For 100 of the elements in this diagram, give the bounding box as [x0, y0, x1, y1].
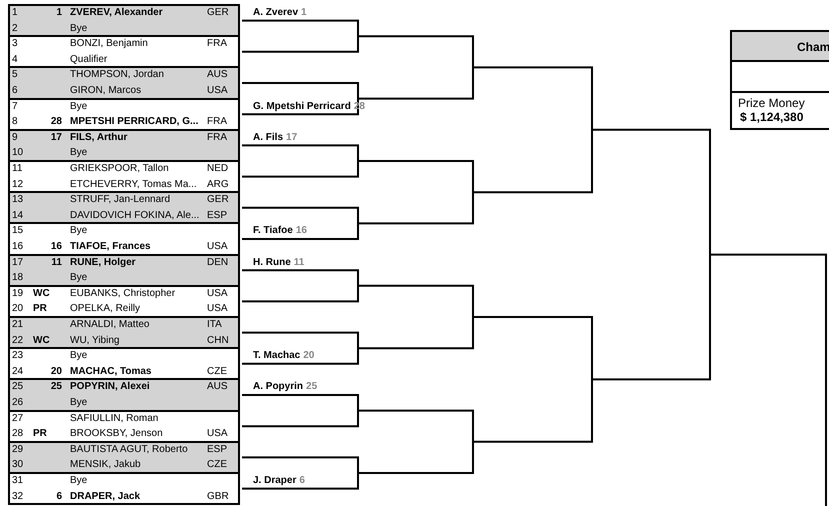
row-number: 16 [12, 241, 24, 253]
entry-status: PR [33, 428, 47, 440]
player-name: TIAFOE, Frances [70, 241, 151, 253]
row-number: 4 [12, 54, 18, 66]
row-number: 1 [12, 7, 18, 19]
player-name: Bye [70, 272, 88, 284]
seed-number: 16 [296, 225, 307, 238]
country-code: USA [207, 288, 228, 300]
seed-number: 20 [303, 350, 314, 362]
country-code: FRA [207, 38, 227, 50]
player-name: DRAPER, Jack [70, 490, 140, 503]
row-number: 10 [12, 147, 24, 160]
winner-name: A. Popyrin [253, 381, 304, 394]
seed-number: 25 [50, 381, 62, 394]
country-code: AUS [207, 69, 228, 82]
country-code: ITA [207, 319, 222, 331]
player-name: STRUFF, Jan-Lennard [70, 194, 170, 206]
row-number: 15 [12, 225, 24, 238]
player-name: ZVEREV, Alexander [70, 7, 163, 19]
country-code: GBR [207, 490, 229, 503]
country-code: CZE [207, 459, 227, 472]
seed-number: 17 [286, 132, 298, 144]
row-number: 27 [12, 412, 24, 425]
row-number: 5 [12, 69, 18, 82]
seed-number: 1 [55, 7, 62, 19]
player-name: Bye [70, 225, 88, 238]
country-code: AUS [207, 381, 228, 394]
row-number: 30 [12, 459, 24, 472]
player-name: Bye [70, 350, 88, 362]
player-name: Bye [70, 397, 88, 409]
entry-status: PR [33, 303, 47, 316]
row-number: 25 [12, 381, 24, 394]
prize-label: Prize Money [738, 96, 805, 110]
seed-number: 11 [294, 256, 304, 269]
seed-number: 11 [50, 256, 62, 269]
row-number: 12 [12, 178, 24, 191]
country-code: FRA [207, 132, 227, 144]
player-name: FILS, Arthur [70, 132, 128, 144]
player-name: OPELKA, Reilly [70, 303, 140, 316]
seed-number: 20 [50, 366, 62, 378]
player-name: ARNALDI, Matteo [70, 319, 150, 331]
row-number: 11 [12, 163, 22, 175]
seed-number: 6 [299, 475, 305, 487]
player-name: Bye [70, 22, 88, 35]
country-code: GER [207, 7, 229, 19]
seed-number: 25 [306, 381, 318, 394]
row-number: 6 [12, 85, 18, 97]
country-code: USA [207, 303, 228, 316]
country-code: CHN [207, 334, 229, 347]
player-name: Qualifier [70, 54, 108, 66]
player-name: EUBANKS, Christopher [70, 288, 176, 300]
player-name: Bye [70, 100, 88, 113]
row-number: 31 [12, 475, 24, 487]
winner-name: A. Zverev [253, 7, 298, 19]
row-number: 28 [12, 428, 24, 440]
row-number: 32 [12, 490, 24, 503]
player-name: BAUTISTA AGUT, Roberto [70, 444, 188, 456]
row-number: 22 [12, 334, 24, 347]
country-code: DEN [207, 256, 228, 269]
player-name: MPETSHI PERRICARD, G... [70, 116, 198, 128]
player-name: SAFIULLIN, Roman [70, 412, 158, 425]
winner-name: G. Mpetshi Perricard [253, 100, 351, 113]
row-number: 26 [12, 397, 24, 409]
country-code: ARG [207, 178, 229, 191]
player-name: WU, Yibing [70, 334, 120, 347]
row-number: 13 [12, 194, 24, 206]
player-name: THOMPSON, Jordan [70, 69, 164, 82]
row-number: 21 [12, 319, 24, 331]
player-name: Bye [70, 147, 88, 160]
seed-number: 6 [55, 490, 62, 503]
player-name: BONZI, Benjamin [70, 38, 148, 50]
row-number: 17 [12, 256, 24, 269]
country-code: FRA [207, 116, 227, 128]
country-code: USA [207, 241, 228, 253]
row-number: 8 [12, 116, 18, 128]
player-name: Bye [70, 475, 88, 487]
player-name: MENSIK, Jakub [70, 459, 141, 472]
row-number: 19 [12, 288, 24, 300]
row-number: 29 [12, 444, 24, 456]
player-name: RUNE, Holger [70, 256, 136, 269]
country-code: USA [207, 428, 228, 440]
country-code: NED [207, 163, 228, 175]
entry-status: WC [33, 334, 50, 347]
country-code: ESP [207, 210, 228, 222]
row-number: 3 [12, 38, 18, 50]
row-number: 14 [12, 210, 24, 222]
player-name: DAVIDOVICH FOKINA, Ale... [70, 210, 200, 222]
player-name: GIRON, Marcos [70, 85, 142, 97]
winner-name: A. Fils [253, 132, 284, 144]
prize-amount: $ 1,124,380 [740, 110, 804, 124]
country-code: CZE [207, 366, 227, 378]
country-code: USA [207, 85, 228, 97]
country-code: ESP [207, 444, 228, 456]
row-number: 7 [12, 100, 18, 113]
player-name: GRIEKSPOOR, Tallon [70, 163, 169, 175]
country-code: GER [207, 194, 229, 206]
player-name: POPYRIN, Alexei [70, 381, 150, 394]
player-name: ETCHEVERRY, Tomas Ma... [70, 178, 197, 191]
entry-status: WC [33, 288, 50, 300]
row-number: 9 [12, 132, 18, 144]
